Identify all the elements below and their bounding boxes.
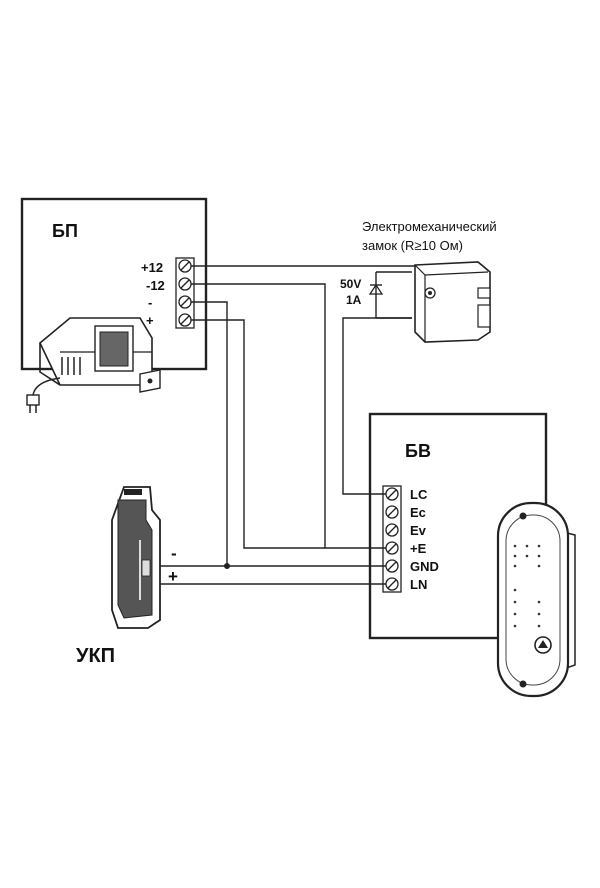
lock-title-line2: замок (R≥10 Ом) bbox=[362, 238, 463, 253]
handset-minus-label: - bbox=[171, 544, 177, 563]
call-block-terminal-screw bbox=[385, 505, 399, 519]
call-block-terminal-screw bbox=[385, 487, 399, 501]
handset-title: УКП bbox=[76, 645, 115, 667]
psu-terminal-label-plus12: +12 bbox=[141, 260, 163, 275]
wire-lock-to-lc bbox=[342, 317, 412, 495]
wire-minus12-to-plus-e bbox=[191, 283, 386, 549]
power-adapter-illustration bbox=[26, 317, 161, 413]
handset-illustration bbox=[111, 486, 161, 629]
power-supply-title: БП bbox=[52, 221, 78, 241]
wire-psu-plus-to-plus-e bbox=[191, 319, 325, 549]
diode-current-label: 1A bbox=[346, 293, 362, 307]
psu-terminal-label-plus: + bbox=[146, 313, 154, 328]
terminal-label-ev: Ev bbox=[410, 523, 427, 538]
lock-title-line1: Электромеханический bbox=[362, 219, 497, 234]
terminal-label-plus-e: +E bbox=[410, 541, 427, 556]
door-panel-illustration bbox=[496, 501, 576, 698]
power-supply-unit: БП +12 -12 - + bbox=[20, 197, 208, 413]
call-block-terminal-screw bbox=[385, 541, 399, 555]
diode-symbol bbox=[368, 271, 412, 319]
wire-psu-minus-to-gnd bbox=[191, 301, 386, 567]
terminal-label-ln: LN bbox=[410, 577, 427, 592]
call-block-terminal-block bbox=[382, 485, 402, 593]
power-plug-icon bbox=[26, 394, 40, 413]
call-block-terminal-screw bbox=[385, 577, 399, 591]
electromechanical-lock: Электромеханический замок (R≥10 Ом) 50V … bbox=[340, 219, 497, 343]
terminal-label-ec: Ec bbox=[410, 505, 426, 520]
handset-plus-label: + bbox=[168, 567, 178, 586]
terminal-label-gnd: GND bbox=[410, 559, 439, 574]
junction-dot bbox=[224, 563, 230, 569]
call-block-title: БВ bbox=[405, 441, 431, 461]
psu-terminal-block bbox=[175, 257, 195, 329]
psu-terminal-screw bbox=[178, 259, 192, 273]
psu-terminal-label-minus: - bbox=[148, 295, 152, 310]
psu-terminal-screw bbox=[178, 313, 192, 327]
psu-terminal-screw bbox=[178, 277, 192, 291]
lock-body-illustration bbox=[414, 261, 491, 343]
psu-terminal-screw bbox=[178, 295, 192, 309]
wiring bbox=[160, 265, 415, 585]
terminal-label-lc: LC bbox=[410, 487, 428, 502]
diode-voltage-label: 50V bbox=[340, 277, 361, 291]
call-block-terminal-screw bbox=[385, 523, 399, 537]
call-block-terminal-screw bbox=[385, 559, 399, 573]
speaker-holes bbox=[513, 544, 541, 628]
psu-terminal-label-minus12: -12 bbox=[146, 278, 165, 293]
call-button-icon bbox=[534, 636, 552, 654]
